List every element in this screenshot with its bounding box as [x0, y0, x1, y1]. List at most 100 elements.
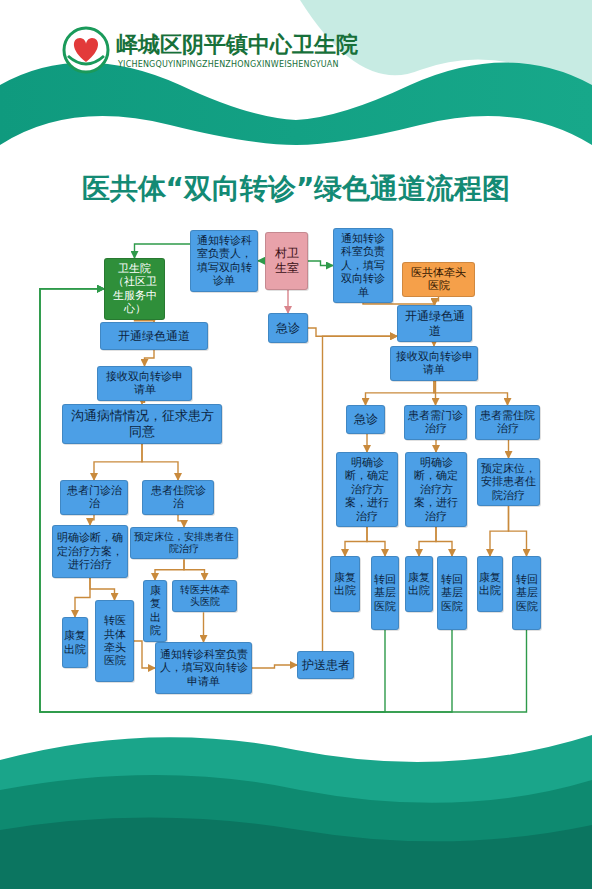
flow-arrow — [155, 559, 184, 580]
process-box: 开通绿色通道 — [100, 322, 208, 350]
flow-arrow — [142, 444, 178, 480]
process-box: 急诊 — [268, 313, 308, 343]
flow-arrow — [308, 328, 397, 336]
box-text: 转回基层医院 — [373, 573, 397, 613]
box-text: 康复出院 — [145, 584, 165, 638]
box-text: 患者需门诊治疗 — [408, 409, 463, 436]
flow-arrow — [287, 290, 288, 313]
flow-arrow — [366, 381, 435, 405]
header-label: YICHENGQUYINPINGZHENZHONGXINWEISHENGYUAN — [118, 60, 339, 69]
flow-arrow — [366, 434, 367, 452]
box-text: 通知转诊科室负责人，填写双向转诊申请单 — [159, 648, 248, 688]
header-wave — [0, 63, 592, 146]
box-text: 接收双向转诊申请单 — [101, 370, 188, 397]
flow-arrow — [145, 350, 155, 366]
process-box: 预定床位，安排患者住院治疗 — [477, 458, 540, 506]
box-text: 转回基层医院 — [439, 573, 465, 613]
logo-heart — [74, 38, 98, 62]
flow-arrow — [367, 527, 385, 556]
flow-arrow — [75, 578, 90, 617]
flow-arrow — [258, 260, 265, 261]
box-text: 预定床位，安排患者住院治疗 — [481, 462, 536, 502]
box-text: 患者住院诊治 — [146, 484, 210, 511]
flow-arrow — [508, 440, 509, 458]
flow-arrow — [40, 289, 527, 712]
flow-arrow — [308, 261, 333, 266]
process-box: 开通绿色通道 — [397, 305, 472, 342]
process-box: 通知转诊科室负责人，填写双向转诊单 — [190, 230, 258, 292]
process-box: 卫生院（社区卫生服务中心） — [104, 258, 165, 320]
box-text: 康复出院 — [64, 629, 86, 656]
flow-arrow — [94, 444, 142, 480]
box-text: 康复出院 — [332, 571, 358, 598]
process-box: 康复出院 — [477, 556, 503, 612]
box-text: 转医共体牵头医院 — [176, 584, 233, 608]
process-box: 明确诊断，确定治疗方案，进行治疗 — [405, 452, 467, 527]
flow-arrow — [490, 506, 509, 556]
flow-arrow — [90, 515, 94, 525]
flow-arrow — [435, 297, 439, 305]
logo-hands — [68, 56, 104, 64]
process-box: 转医共体牵头医院 — [95, 600, 134, 682]
box-text: 康复出院 — [407, 571, 431, 598]
process-box: 预定床位，安排患者住院治疗 — [130, 527, 238, 559]
process-box: 护送患者 — [297, 651, 354, 679]
flow-arrow — [203, 612, 204, 642]
process-box: 转回基层医院 — [437, 556, 467, 630]
flow-arrow — [509, 506, 527, 556]
box-text: 预定床位，安排患者住院治疗 — [134, 531, 234, 555]
process-box: 康复出院 — [405, 556, 433, 612]
box-text: 接收双向转诊申请单 — [394, 350, 474, 377]
process-box: 接收双向转诊申请单 — [390, 346, 478, 381]
diagram-title: 医共体“双向转诊”绿色通道流程图 — [82, 172, 511, 205]
box-text: 开通绿色通道 — [118, 329, 190, 344]
process-box: 患者需门诊治疗 — [404, 405, 467, 440]
process-box: 患者需住院治疗 — [475, 405, 540, 440]
box-text: 明确诊断，确定治疗方案，进行治疗 — [56, 531, 124, 571]
flow-arrow — [184, 559, 205, 580]
process-box: 村卫生室 — [265, 232, 308, 290]
flow-arrow — [435, 440, 436, 452]
process-box: 医共体牵头医院 — [402, 262, 475, 297]
header-text: 峄城区阴平镇中心卫生院 — [116, 32, 358, 57]
box-text: 通知转诊科室负责人，填写双向转诊单 — [194, 234, 254, 288]
flow-arrow — [323, 336, 398, 651]
flow-arrow — [436, 527, 452, 556]
box-text: 急诊 — [354, 412, 378, 427]
box-text: 沟通病情情况，征求患方同意 — [66, 408, 218, 440]
process-box: 沟通病情情况，征求患方同意 — [62, 404, 222, 444]
process-box: 转医共体牵头医院 — [172, 580, 237, 612]
process-box: 康复出院 — [330, 556, 360, 612]
process-box: 转回基层医院 — [512, 556, 541, 630]
footer-wave — [0, 775, 592, 889]
box-text: 明确诊断，确定治疗方案，进行治疗 — [340, 456, 394, 523]
flow-arrow — [135, 244, 191, 258]
box-text: 患者需住院治疗 — [479, 409, 536, 436]
process-box: 患者住院诊治 — [142, 480, 214, 515]
box-text: 急诊 — [276, 321, 300, 336]
process-box: 康复出院 — [143, 580, 167, 642]
process-box: 患者门诊治治 — [60, 480, 128, 515]
process-box: 通知转诊科室负责人，填写双向转诊申请单 — [155, 642, 252, 694]
flow-arrow — [419, 527, 436, 556]
flow-arrow — [252, 665, 297, 668]
flow-arrow — [178, 515, 184, 527]
flow-arrow — [40, 289, 385, 712]
header-text: YICHENGQUYINPINGZHENZHONGXINWEISHENGYUAN — [118, 60, 339, 69]
process-box: 转回基层医院 — [371, 556, 399, 630]
box-text: 转回基层医院 — [514, 573, 539, 613]
box-text: 患者门诊治治 — [64, 484, 124, 511]
box-text: 通知转诊科室负责人，填写双向转诊单 — [337, 232, 389, 299]
logo — [64, 28, 108, 72]
process-box: 明确诊断，确定治疗方案，进行治疗 — [52, 525, 128, 578]
process-box: 通知转诊科室负责人，填写双向转诊单 — [333, 228, 393, 303]
process-box: 明确诊断，确定治疗方案，进行治疗 — [336, 452, 398, 527]
flow-arrow — [434, 381, 508, 405]
box-text: 开通绿色通道 — [401, 309, 468, 338]
footer-wave — [0, 818, 592, 889]
box-text: 医共体牵头医院 — [406, 266, 471, 293]
title-box: 医共体“双向转诊”绿色通道流程图 — [0, 170, 592, 208]
box-text: 村卫生室 — [269, 246, 304, 275]
